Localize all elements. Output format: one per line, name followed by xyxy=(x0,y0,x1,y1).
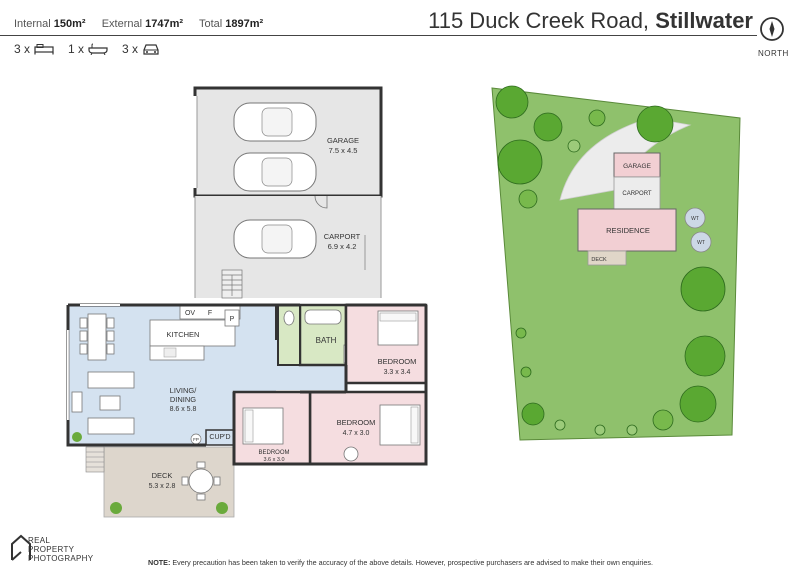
bath-icon xyxy=(88,43,108,55)
internal-label: Internal xyxy=(14,18,51,30)
floor-plan: GARAGE 7.5 x 4.5 CARPORT 6.9 x 4.2 BATH … xyxy=(66,86,428,518)
site-residence-label: RESIDENCE xyxy=(606,226,650,235)
logo-line-2: PROPERTY xyxy=(28,545,75,554)
bath-label: BATH xyxy=(316,336,337,345)
water-tank-2 xyxy=(690,231,712,253)
oven-label: OV xyxy=(185,310,195,317)
site-garage xyxy=(613,152,661,178)
north-compass: NORTH xyxy=(758,16,789,62)
deck-area xyxy=(103,446,235,518)
water-tank-1 xyxy=(684,207,706,229)
site-carport xyxy=(613,176,661,210)
total-value: 1897m² xyxy=(225,18,264,30)
car-count: 3 x xyxy=(122,42,139,56)
garage-label: GARAGE xyxy=(327,136,359,145)
deck-stairs xyxy=(85,446,105,473)
site-deck xyxy=(587,250,627,266)
bedroom-1-label: BEDROOM xyxy=(378,357,417,366)
garage-car-2 xyxy=(233,152,317,192)
living-label-2: DINING xyxy=(170,395,196,404)
house-walls xyxy=(66,303,428,466)
carport-stairs xyxy=(221,269,243,299)
property-address: 115 Duck Creek Road, Stillwater xyxy=(428,8,753,34)
carport-car xyxy=(233,219,317,259)
car-icon xyxy=(143,43,159,55)
logo-line-1: REAL xyxy=(28,536,51,545)
site-deck-label: DECK xyxy=(591,257,607,263)
logo-icon xyxy=(11,534,31,561)
company-logo-text: REAL PROPERTY PHOTOGRAPHY xyxy=(28,536,93,563)
living-size: 8.6 x 5.8 xyxy=(170,406,197,413)
address-suburb: Stillwater xyxy=(655,8,753,33)
header: Internal 150m² External 1747m² Total 189… xyxy=(0,0,800,70)
bedroom-3-size: 3.6 x 3.0 xyxy=(263,457,284,463)
address-street: 115 Duck Creek Road, xyxy=(428,8,650,33)
cupboard-label: CUP'D xyxy=(209,434,230,441)
kitchen-label: KITCHEN xyxy=(167,330,200,339)
bed-icon xyxy=(34,44,54,55)
disclaimer-note: NOTE: Every precaution has been taken to… xyxy=(148,558,653,567)
deck-plant-2 xyxy=(216,502,228,514)
total-label: Total xyxy=(198,18,223,30)
compass-label: NORTH xyxy=(758,49,789,58)
lounge-furniture xyxy=(71,371,135,435)
deck-plant-1 xyxy=(110,502,122,514)
carport-size: 6.9 x 4.2 xyxy=(328,242,357,251)
site-residence xyxy=(577,208,677,252)
site-plan: GARAGE CARPORT RESIDENCE DECK WT WT xyxy=(491,85,741,441)
external-value: 1747m² xyxy=(145,18,184,30)
deck-label: DECK xyxy=(152,471,173,480)
carport-label: CARPORT xyxy=(324,232,361,241)
compass-icon xyxy=(760,17,784,41)
bed-count: 3 x xyxy=(14,42,31,56)
water-tank-2-label: WT xyxy=(697,240,705,246)
site-carport-label: CARPORT xyxy=(622,191,652,197)
header-divider xyxy=(0,35,757,36)
external-label: External xyxy=(101,18,143,30)
bath-count: 1 x xyxy=(68,42,85,56)
internal-value: 150m² xyxy=(53,18,86,30)
garage-car-1 xyxy=(233,102,317,142)
fireplace-label: FP xyxy=(193,437,199,442)
room-counts: 3 x 1 x 3 x xyxy=(14,42,174,56)
note-label: NOTE: xyxy=(148,558,171,567)
living-plant xyxy=(72,432,82,442)
site-trees xyxy=(495,85,726,436)
logo-line-3: PHOTOGRAPHY xyxy=(28,554,94,563)
living-label-1: LIVING/ xyxy=(170,386,198,395)
water-tank-1-label: WT xyxy=(691,216,699,222)
garage-size: 7.5 x 4.5 xyxy=(329,146,358,155)
pantry-label: P xyxy=(230,316,235,323)
bedroom-2-size: 4.7 x 3.0 xyxy=(343,430,370,437)
bedroom-3-label: BEDROOM xyxy=(258,450,289,456)
area-stats: Internal 150m² External 1747m² Total 189… xyxy=(14,18,263,30)
bedroom-1-size: 3.3 x 3.4 xyxy=(384,369,411,376)
note-text: Every precaution has been taken to verif… xyxy=(172,558,653,567)
deck-size: 5.3 x 2.8 xyxy=(149,483,176,490)
site-garage-label: GARAGE xyxy=(623,163,651,170)
dining-table xyxy=(79,313,115,361)
bedroom-2-label: BEDROOM xyxy=(337,418,376,427)
deck-table xyxy=(181,461,221,501)
fridge-label: F xyxy=(208,310,212,317)
